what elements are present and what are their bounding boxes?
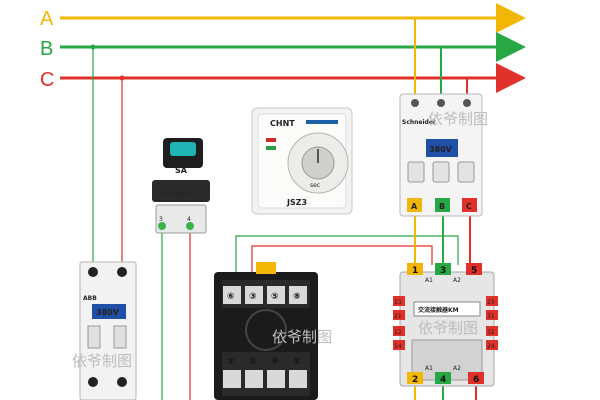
control-wires xyxy=(90,18,477,400)
contactor-terminal-31: 31 xyxy=(487,313,495,320)
small-breaker: ABB 380V 依爷制图 xyxy=(72,261,137,400)
relay-top-pins: ⑥ ③ ⑤ ⑧ xyxy=(223,286,307,304)
relay-pin-3: ③ xyxy=(249,292,257,302)
small-breaker-brand: ABB xyxy=(83,295,97,302)
contactor-terminal-12: 12 xyxy=(394,329,402,336)
contactor-terminal-3: 3 xyxy=(440,266,446,276)
relay-base: ⑥ ③ ⑤ ⑧ ⑦ ① ④ ② xyxy=(214,262,318,400)
phase-bus-c: C xyxy=(40,63,526,93)
selector-switch: SA Schneider 3 4 xyxy=(152,138,210,234)
relay-pin-5: ⑤ xyxy=(271,292,279,302)
contactor-terminal-32: 32 xyxy=(487,329,495,336)
contactor-terminal-14: 14 xyxy=(394,343,402,350)
contactor-terminal-24: 24 xyxy=(487,343,495,350)
relay-bottom-pins: ⑦ ① ④ ② xyxy=(223,357,307,388)
contactor-terminal-13: 13 xyxy=(394,299,402,306)
relay-pin-6: ⑥ xyxy=(227,292,235,302)
contactor-terminal-2: 2 xyxy=(412,375,418,385)
main-breaker-rating: 380V xyxy=(429,145,453,154)
main-breaker-toggle-1[interactable] xyxy=(407,161,425,183)
contactor-watermark: 依爷制图 xyxy=(418,319,478,337)
relay-pin-7: ⑦ xyxy=(227,357,235,367)
timer-unit: sec xyxy=(310,182,320,189)
contactor-terminal-6: 6 xyxy=(473,375,479,385)
phase-label-c: C xyxy=(40,69,54,91)
contactor-top-terminals: 1 A1 3 A2 5 xyxy=(407,263,482,284)
contactor-terminal-a2-top: A2 xyxy=(453,277,461,284)
small-breaker-watermark: 依爷制图 xyxy=(72,352,132,370)
small-breaker-toggle-1[interactable] xyxy=(87,325,101,349)
contactor-nameplate: 交流接触器KM xyxy=(418,306,459,314)
selector-knob[interactable] xyxy=(170,142,196,156)
small-breaker-rating: 380V xyxy=(96,308,120,317)
phase-bus-a: A xyxy=(40,3,526,33)
selector-brand: Schneider xyxy=(160,190,191,197)
phase-bus-b: B xyxy=(40,32,526,62)
selector-terminal-4: 4 xyxy=(187,216,191,223)
relay-pin-2: ② xyxy=(293,357,301,367)
relay-watermark: 依爷制图 xyxy=(272,328,332,346)
contactor-bottom-terminals: 2 A1 4 A2 6 xyxy=(407,365,484,385)
phase-label-a: A xyxy=(40,8,54,30)
main-breaker: Schneider 依爷制图 380V A B C xyxy=(399,93,488,217)
timer-model: JSZ3 xyxy=(286,198,307,207)
main-breaker-brand: Schneider xyxy=(402,119,436,126)
contactor-terminal-23: 23 xyxy=(487,299,495,306)
main-breaker-toggle-2[interactable] xyxy=(432,161,450,183)
main-breaker-watermark: 依爷制图 xyxy=(428,110,488,128)
main-breaker-terminal-b: B xyxy=(439,202,445,211)
small-breaker-toggle-2[interactable] xyxy=(113,325,127,349)
relay-pin-4: ④ xyxy=(271,357,279,367)
timer-relay: CHNT sec JSZ3 xyxy=(251,107,353,215)
contactor-terminal-21: 21 xyxy=(394,313,402,320)
timer-brand: CHNT xyxy=(270,119,295,128)
contactor-right-terminals: 23 31 32 24 xyxy=(486,296,498,350)
contactor-left-terminals: 13 21 12 14 xyxy=(393,296,405,350)
main-breaker-toggle-3[interactable] xyxy=(457,161,475,183)
selector-label: SA xyxy=(175,166,188,175)
contactor-terminal-a1-bottom: A1 xyxy=(425,365,433,372)
contactor-terminal-1: 1 xyxy=(412,266,418,276)
relay-pin-1: ① xyxy=(249,357,257,367)
contactor-terminal-4: 4 xyxy=(440,375,446,385)
contactor: 1 A1 3 A2 5 交流接触器KM 依爷制图 13 21 12 14 23 … xyxy=(393,263,498,387)
contactor-terminal-5: 5 xyxy=(471,266,477,276)
contactor-terminal-a2-bottom: A2 xyxy=(453,365,461,372)
phase-label-b: B xyxy=(40,38,53,60)
selector-terminal-3: 3 xyxy=(159,216,163,223)
main-breaker-terminal-c: C xyxy=(466,202,472,211)
relay-pin-8: ⑧ xyxy=(293,292,301,302)
contactor-terminal-a1-top: A1 xyxy=(425,277,433,284)
main-breaker-terminal-a: A xyxy=(411,202,418,211)
